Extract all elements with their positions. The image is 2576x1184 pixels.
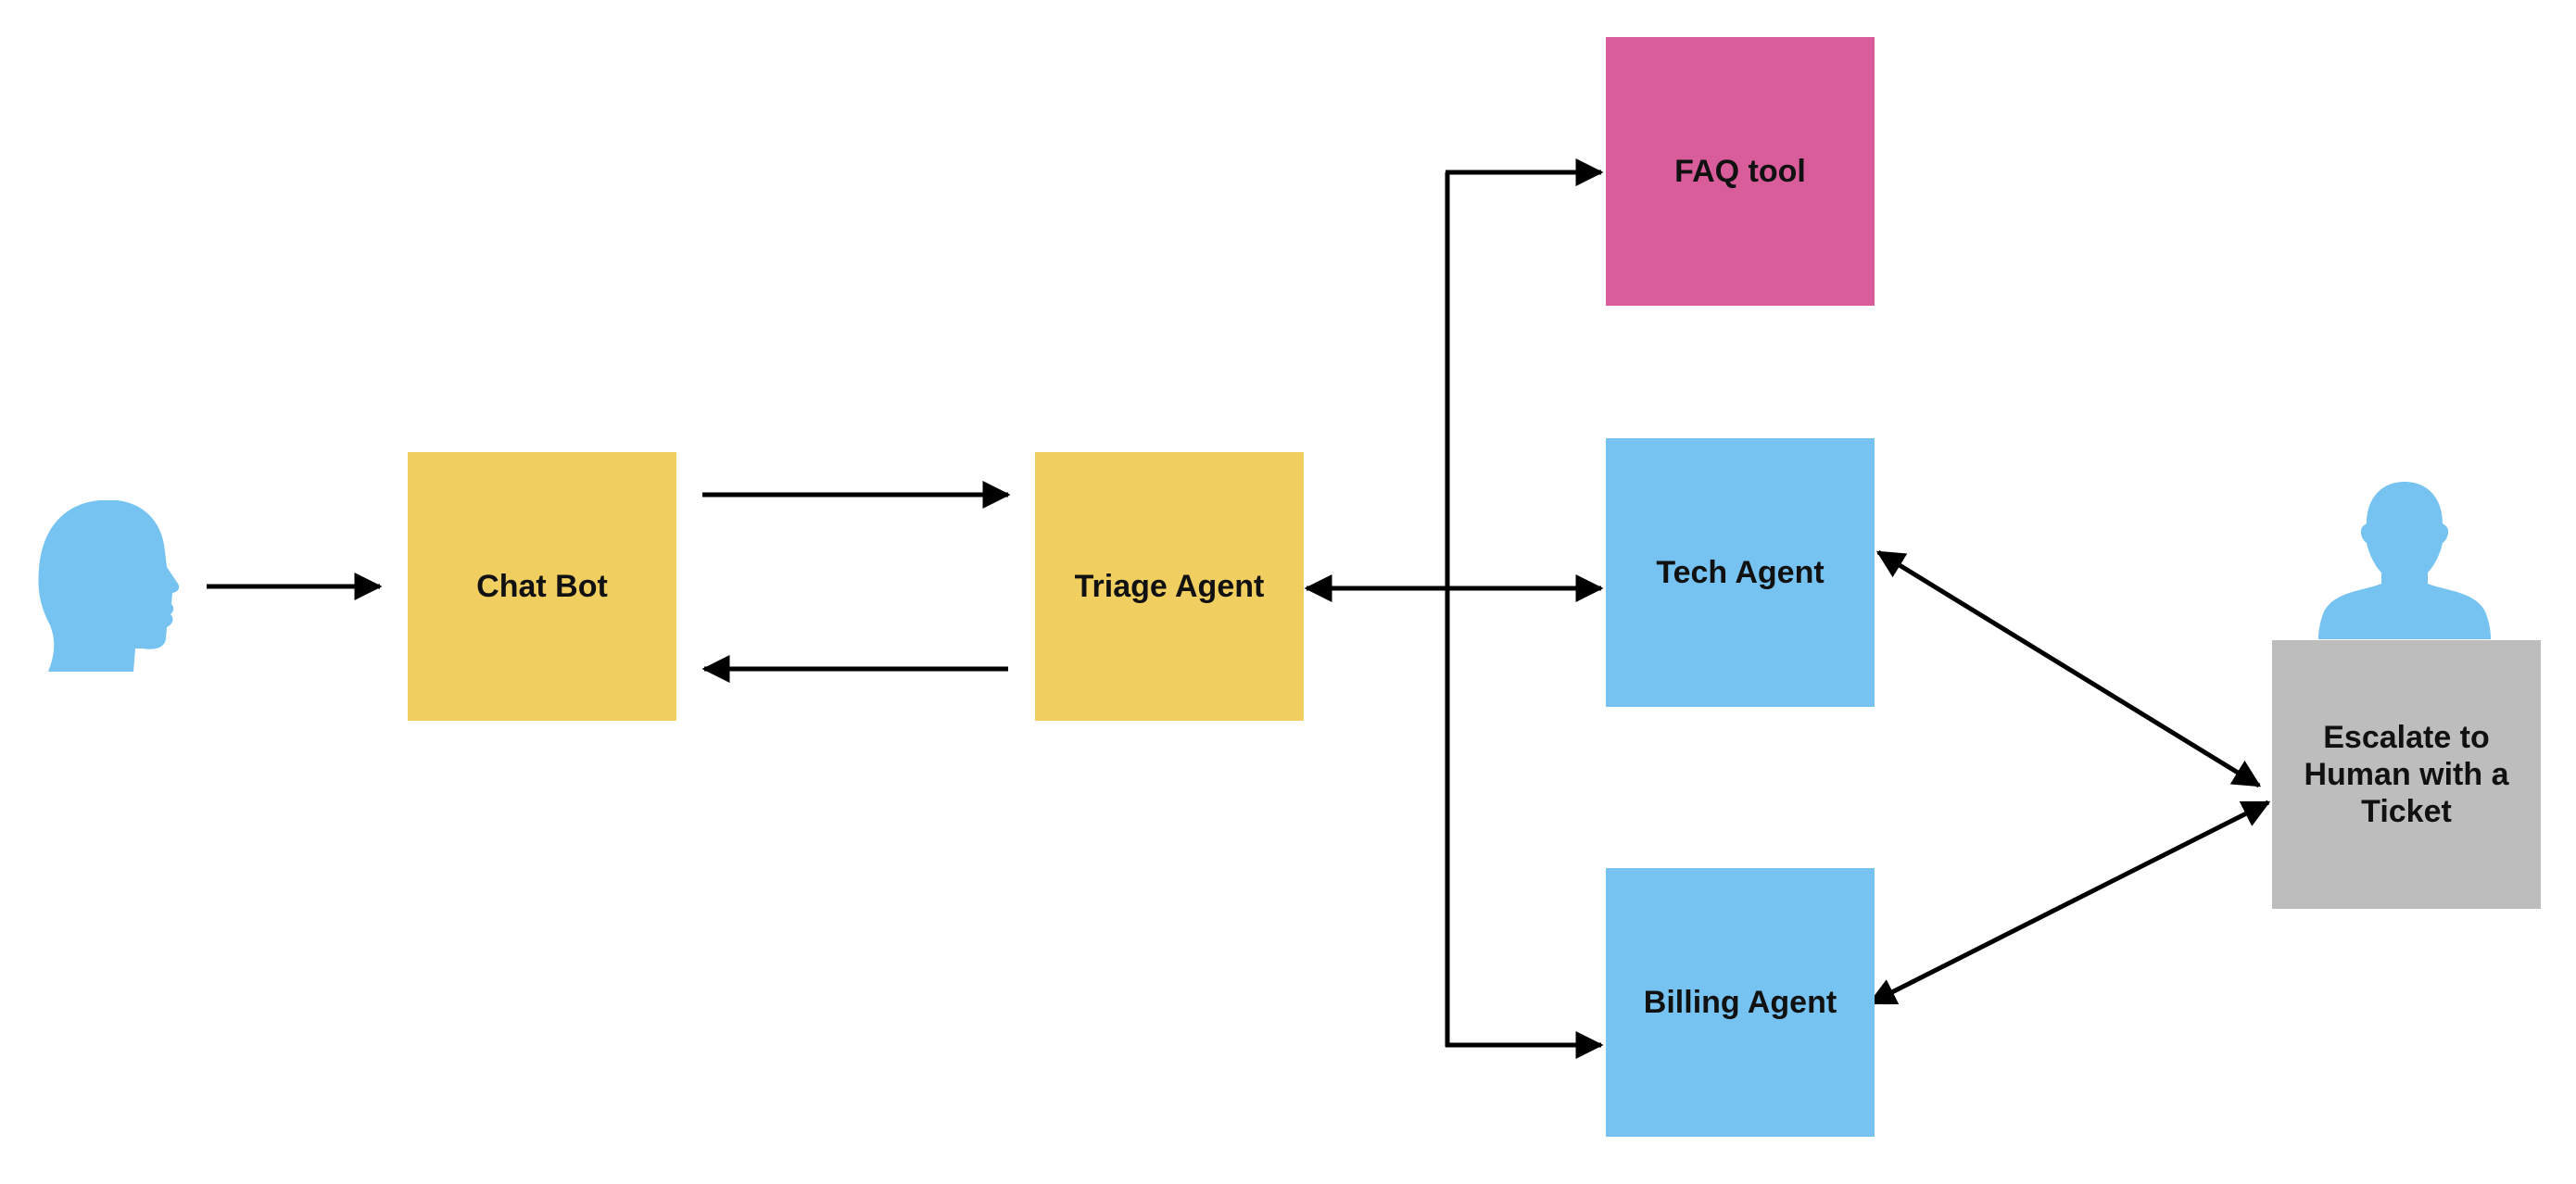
tech-agent-label: Tech Agent [1656, 555, 1825, 590]
tech-agent-node[interactable]: Tech Agent [1606, 438, 1875, 707]
escalate-to-human-node[interactable]: Escalate to Human with a Ticket [2272, 640, 2541, 909]
triage-agent-node[interactable]: Triage Agent [1035, 452, 1304, 721]
billing-agent-label: Billing Agent [1643, 985, 1837, 1020]
billing-agent-node[interactable]: Billing Agent [1606, 868, 1875, 1137]
person-bust-icon [2318, 482, 2491, 639]
chat-bot-label: Chat Bot [476, 569, 608, 604]
triage-agent-label: Triage Agent [1074, 569, 1265, 604]
arrow-billing-escalate-bidirectional [1867, 800, 2271, 1006]
faq-tool-node[interactable]: FAQ tool [1606, 37, 1875, 306]
support-person-shape [2318, 482, 2491, 639]
escalate-label: Escalate to Human with a Ticket [2304, 720, 2509, 829]
arrow-tech-escalate-bidirectional [1875, 549, 2262, 788]
chat-bot-node[interactable]: Chat Bot [408, 452, 676, 721]
customer-head-shape [38, 500, 180, 672]
faq-tool-label: FAQ tool [1674, 154, 1806, 189]
human-head-icon [38, 500, 180, 672]
